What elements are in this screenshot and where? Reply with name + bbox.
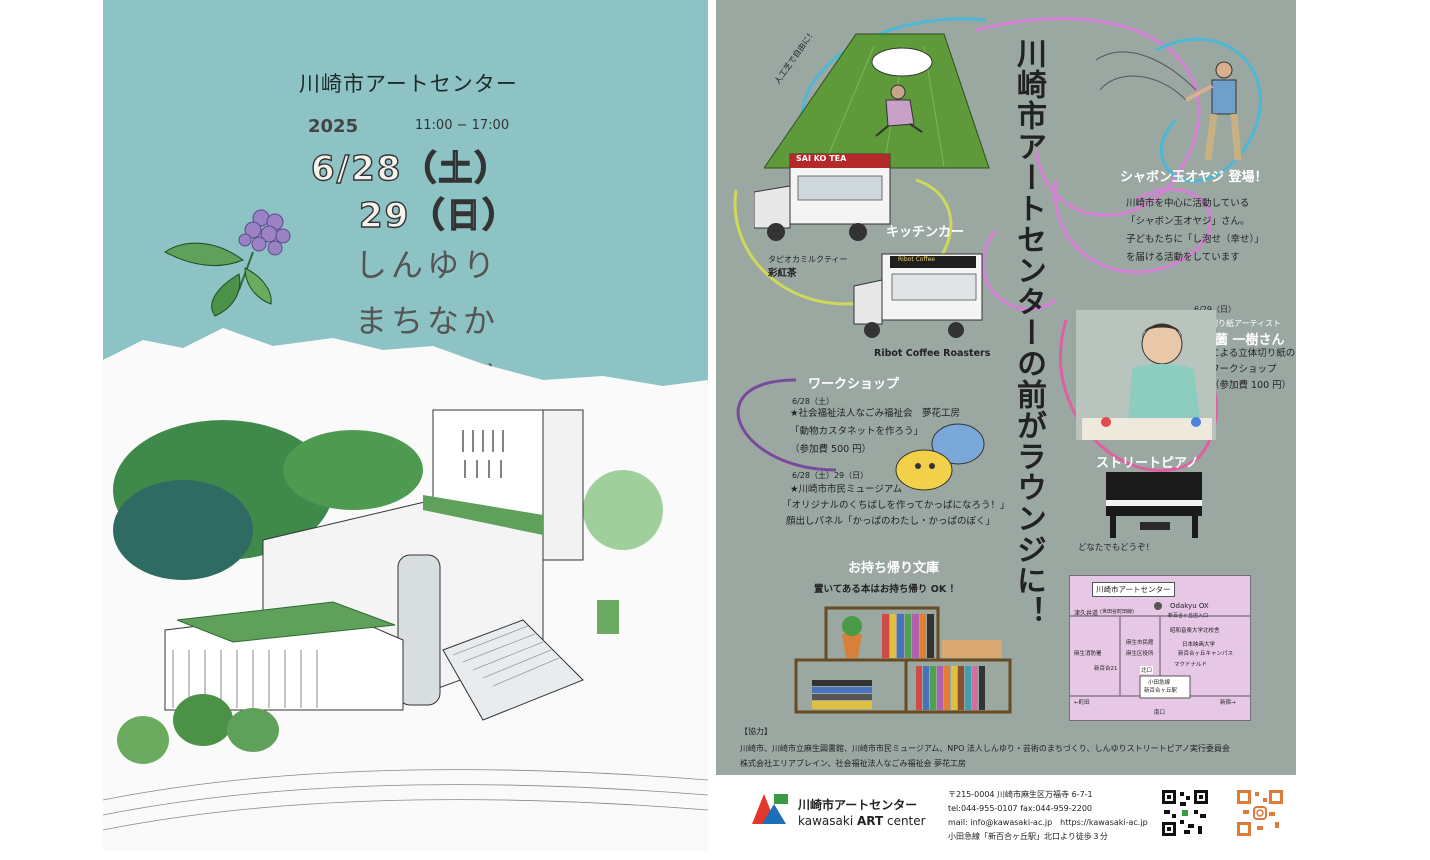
cooperation-line-1: 川崎市、川崎市立麻生図書館、川崎市市民ミュージアム、NPO 法人しんゆり・芸術の… [740, 744, 1230, 753]
sky-background [103, 0, 708, 390]
logo-en-b: ART [856, 814, 884, 828]
map-shinyuri21: 新百合21 [1094, 666, 1118, 672]
event-date-2: 29（日） [358, 195, 519, 236]
map-south: 南口 [1154, 710, 1166, 716]
truck-sign: SAI KO TEA [796, 154, 847, 163]
building-illustration [103, 328, 708, 851]
piano-illustration [1106, 472, 1202, 538]
ws2-date: 6/28（土）29（日） [792, 471, 869, 480]
map-odakyu: Odakyu OX [1170, 602, 1209, 610]
books-title: お持ち帰り文庫 [848, 561, 940, 576]
bubble-man-illustration [1096, 51, 1242, 161]
ws1-title: 「動物カスタネットを作ろう」 [790, 426, 924, 437]
vertical-title: 川崎市アートセンターの前がラウンジに！ [1011, 38, 1046, 627]
tea-name: 彩紅茶 [768, 268, 797, 279]
map-north: 北口 [1140, 666, 1154, 674]
map-film2: 新百合ヶ丘キャンパス [1178, 651, 1234, 657]
kitchen-car-title: キッチンカー [886, 225, 965, 240]
coffee-truck-illustration [853, 253, 983, 338]
artist-desc-1: による立体切り紙の [1210, 348, 1296, 359]
piano-title: ストリートピアノ [1096, 456, 1199, 471]
artist-name: 大薗 一樹さん [1202, 333, 1285, 348]
lawn-illustration [764, 33, 990, 169]
inside-panel: 人工芝で自由に！ SAI KO TEA キッチンカー タピオカミルクティー 彩紅… [716, 0, 1296, 775]
event-year: 2025 [308, 116, 359, 137]
map-station1: 小田急線 [1148, 680, 1171, 686]
map-odakyu-sub: 新百合ヶ丘店入口 [1168, 613, 1209, 619]
event-hours: 11:00 − 17:00 [415, 118, 510, 133]
map-mcd: マクドナルド [1174, 662, 1208, 668]
footer-address: 〒215-0004 川崎市麻生区万福寺 6-7-1 [948, 790, 1093, 799]
coffee-sign: Ribot Coffee [898, 256, 935, 263]
ws2-title: 「オリジナルのくちばしを作ってかっぱになろう！」 [782, 500, 1010, 511]
cooperation-label: 【協力】 [740, 727, 772, 736]
artist-date: 6/29（日） [1194, 305, 1236, 314]
ws2-org: ★川崎市市民ミュージアム [790, 484, 903, 495]
tea-truck-illustration [754, 153, 891, 241]
title-line-1: しんゆり [355, 246, 500, 284]
workshop-title: ワークショップ [808, 377, 900, 392]
hydrangea-illustration [164, 209, 291, 317]
map-road: 津久井道 [1074, 610, 1099, 617]
footer-tel: tel:044-955-0107 fax:044-959-2200 [948, 804, 1093, 813]
artist-desc-3: （参加費 100 円） [1210, 380, 1292, 391]
venue-name: 川崎市アートセンター [299, 72, 518, 96]
ws2-panel: 顔出しパネル「かっぱのわたし・かっぱのぼく」 [786, 516, 996, 527]
piano-bubble: どなたでもどうぞ！ [1078, 543, 1155, 553]
artist-desc-2: ワークショップ [1210, 364, 1277, 375]
map-ward: 麻生区役所 [1126, 651, 1154, 657]
bubble-man-desc-3: 子どもたちに「し泡せ（幸せ）」 [1126, 234, 1264, 245]
access-map: 川崎市アートセンター 津久井道 (世田谷町田線) Odakyu OX 新百合ヶ丘… [1069, 575, 1251, 721]
qr-code-icon[interactable] [1160, 788, 1210, 838]
logo-english: kawasaki ART center [798, 814, 926, 828]
map-station2: 新百合ヶ丘駅 [1144, 688, 1178, 694]
map-roads [1070, 602, 1250, 699]
bubble-man-desc-4: を届ける活動をしています [1126, 252, 1240, 263]
map-fire: 麻生消防署 [1074, 651, 1102, 657]
event-date-1: 6/28（土） [310, 148, 511, 189]
map-road-note: (世田谷町田線) [1100, 609, 1134, 615]
map-left-arrow: ←町田 [1074, 700, 1090, 706]
map-center-label: 川崎市アートセンター [1092, 582, 1175, 597]
map-college: 昭和音楽大学北校舎 [1170, 628, 1220, 634]
art-center-logo-icon [752, 794, 788, 824]
logo-japanese: 川崎市アートセンター [798, 798, 918, 812]
coffee-name: Ribot Coffee Roasters [874, 348, 991, 359]
bubble-man-desc-2: 「シャボン玉オヤジ」さん。 [1126, 216, 1250, 227]
logo-en-a: kawasaki [798, 814, 857, 828]
bubble-man-desc-1: 川崎市を中心に活動している [1126, 198, 1250, 209]
ws1-fee: （参加費 500 円） [790, 444, 872, 455]
tea-caption: タピオカミルクティー [768, 255, 848, 264]
title-line-2: まちなか [355, 302, 500, 340]
artist-role: 立体切り紙アーティスト [1194, 319, 1282, 328]
cooperation-line-2: 株式会社エリアブレイン、社会福祉法人なごみ福祉会 夢花工房 [740, 759, 967, 768]
castanet-illustration [895, 423, 985, 491]
footer-mail: mail: info@kawasaki-ac.jp https://kawasa… [948, 818, 1148, 827]
ws1-org: ★社会福祉法人なごみ福祉会 夢花工房 [790, 408, 961, 419]
map-lib: 麻生市民館 [1126, 640, 1154, 646]
logo-en-c: center [883, 814, 926, 828]
cover-panel: 川崎市アートセンター 2025 11:00 − 17:00 6/28（土） 29… [103, 0, 708, 851]
artist-photo [1076, 310, 1216, 440]
footer-access: 小田急線「新百合ヶ丘駅」北口より徒歩３分 [948, 832, 1108, 841]
map-right-arrow: 新宿→ [1220, 700, 1236, 706]
instagram-qr-icon[interactable] [1235, 788, 1285, 838]
bookshelf-illustration [794, 606, 1012, 714]
ws1-date: 6/28（土） [792, 397, 834, 406]
books-desc: 置いてある本はお持ち帰り OK ！ [814, 584, 959, 595]
map-film1: 日本映画大学 [1182, 642, 1216, 648]
bubble-man-title: シャボン玉オヤジ 登場！ [1120, 170, 1268, 185]
